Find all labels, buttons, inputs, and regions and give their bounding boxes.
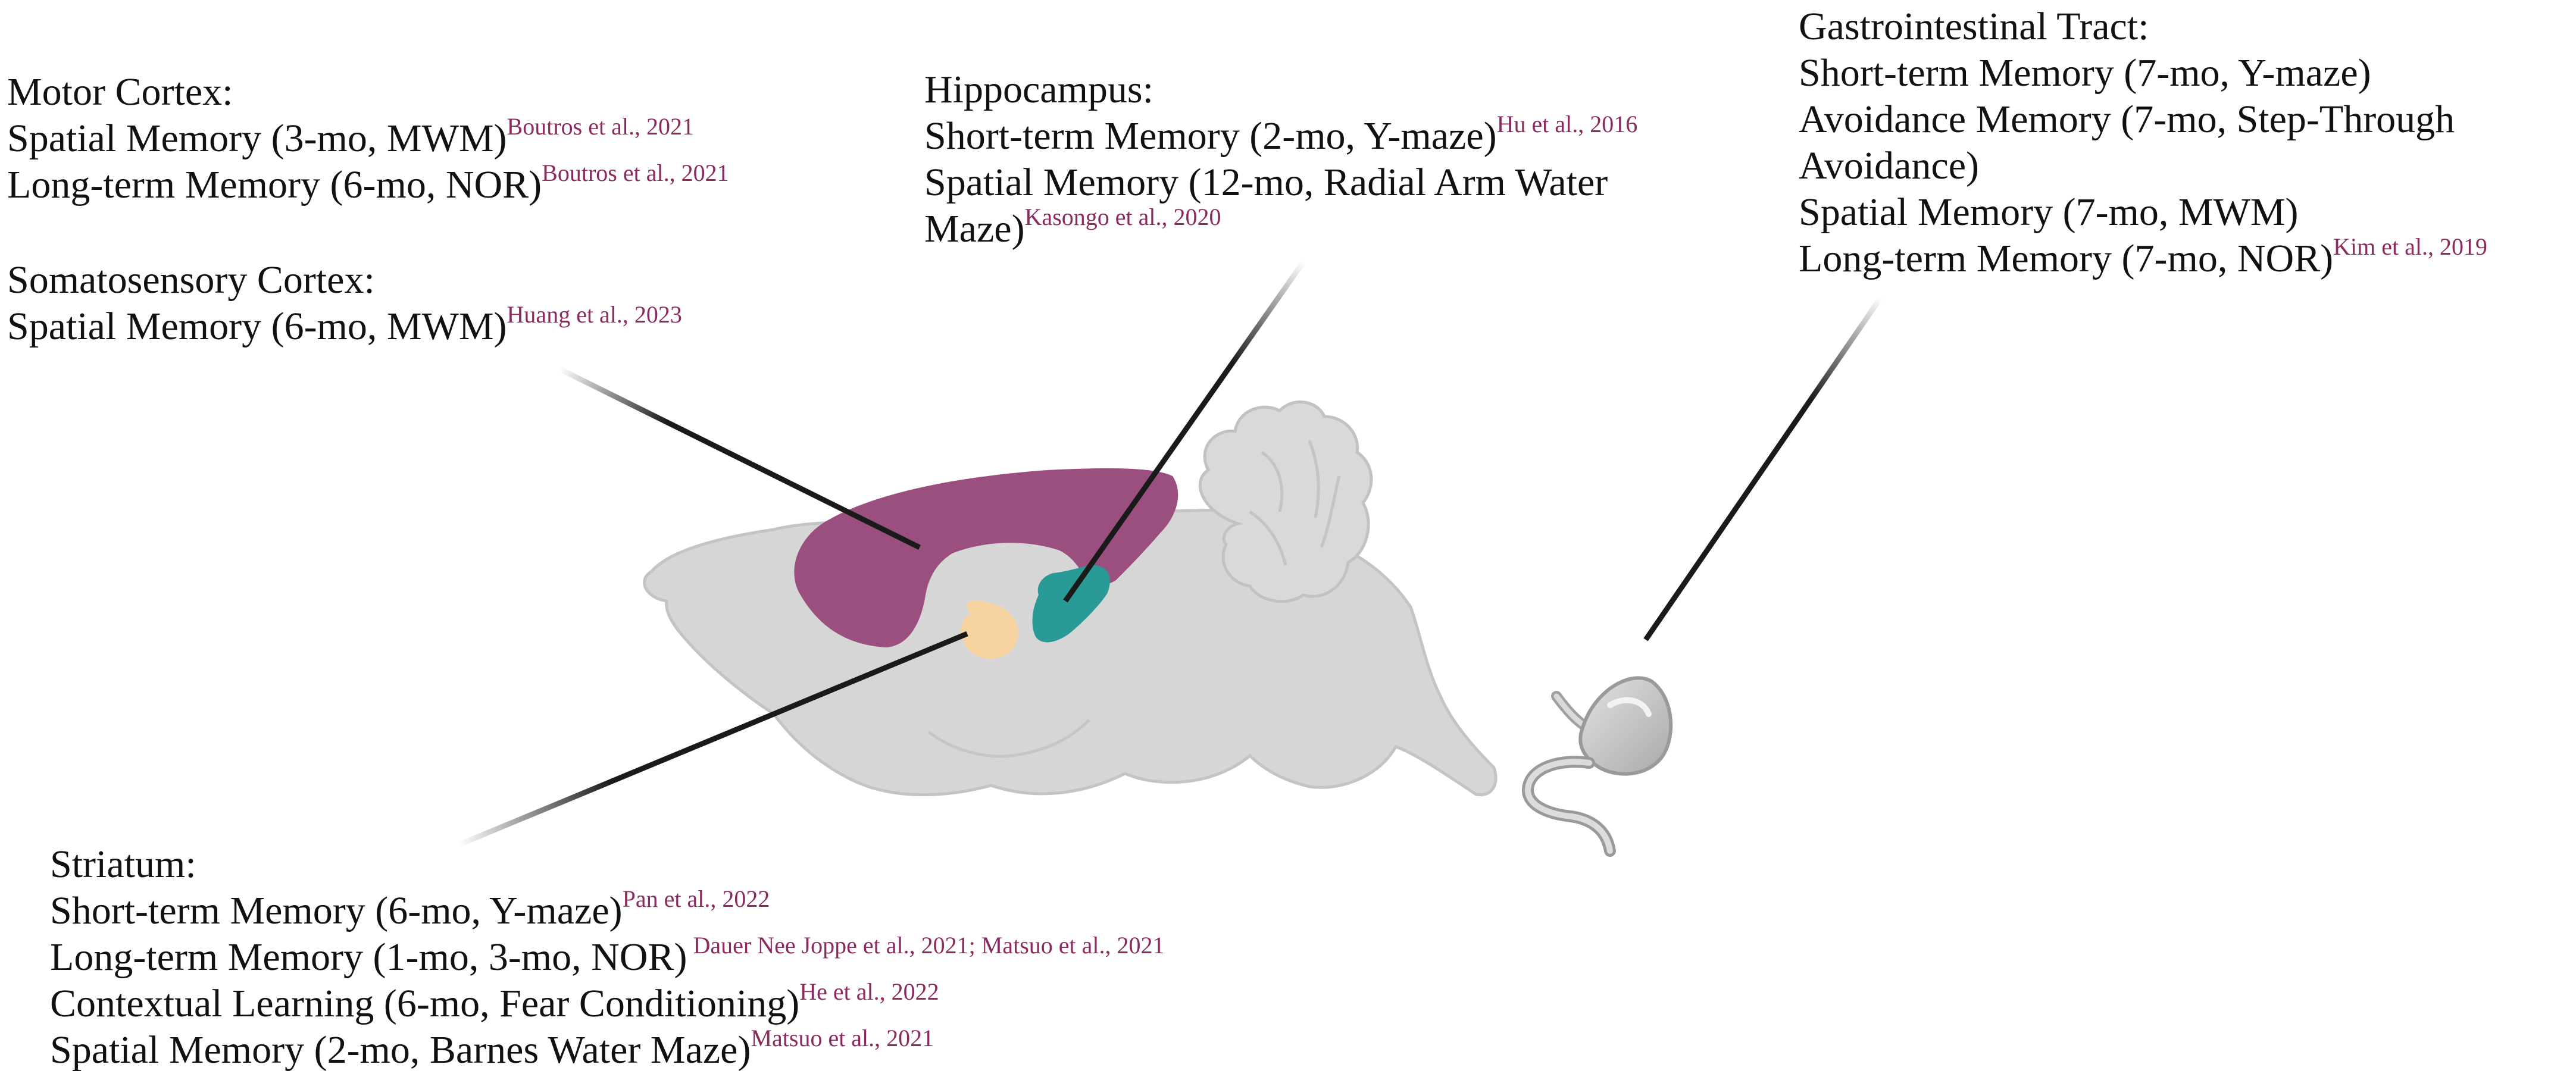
citation: Huang et al., 2023 — [507, 301, 682, 328]
motor-cortex-entry: Spatial Memory (3-mo, MWM)Boutros et al.… — [7, 113, 694, 161]
striatum-entry: Long-term Memory (1-mo, 3-mo, NOR) Dauer… — [50, 932, 1165, 979]
motor-cortex-block: Motor Cortex: Spatial Memory (3-mo, MWM)… — [7, 69, 729, 208]
gastrointestinal-tract-entry: Short-term Memory (7-mo, Y-maze) — [1799, 51, 2371, 95]
somatosensory-cortex-heading: Somatosensory Cortex: — [7, 258, 375, 302]
citation: Pan et al., 2022 — [622, 885, 770, 912]
intestine-inner — [1525, 759, 1613, 854]
gastrointestinal-tract-heading: Gastrointestinal Tract: — [1799, 5, 2149, 48]
cerebellum-folds — [1249, 440, 1341, 566]
cortex-region — [794, 468, 1178, 647]
gastrointestinal-tract-entry: Avoidance) — [1799, 144, 1979, 187]
stomach-icon — [1522, 676, 1673, 857]
brainstem-bulge — [927, 719, 1090, 758]
hippocampus-entry: Maze)Kasongo et al., 2020 — [924, 204, 1221, 251]
citation: Hu et al., 2016 — [1496, 111, 1638, 137]
citation: Boutros et al., 2021 — [542, 159, 729, 186]
citation: Kasongo et al., 2020 — [1024, 204, 1221, 230]
striatum-region — [961, 600, 1018, 659]
striatum-entry: Contextual Learning (6-mo, Fear Conditio… — [50, 978, 939, 1026]
leader-line-hippocampus — [1063, 260, 1306, 603]
motor-cortex-heading: Motor Cortex: — [7, 70, 233, 114]
somatosensory-cortex-entry: Spatial Memory (6-mo, MWM)Huang et al., … — [7, 301, 682, 349]
leader-line-somatosensory-cortex — [558, 366, 921, 550]
gastrointestinal-tract-entry: Long-term Memory (7-mo, NOR)Kim et al., … — [1799, 233, 2488, 281]
hippocampus-block: Hippocampus: Short-term Memory (2-mo, Y-… — [924, 67, 1637, 252]
leader-line-gastrointestinal-tract — [1643, 296, 1883, 641]
cerebellum — [1198, 400, 1373, 603]
striatum-block: Striatum: Short-term Memory (6-mo, Y-maz… — [50, 841, 1165, 1073]
striatum-entry: Spatial Memory (2-mo, Barnes Water Maze)… — [50, 1025, 934, 1072]
stomach-highlight — [1607, 697, 1652, 717]
hippocampus-entry: Short-term Memory (2-mo, Y-maze)Hu et al… — [924, 111, 1638, 158]
citation: He et al., 2022 — [799, 978, 939, 1005]
striatum-heading: Striatum: — [50, 843, 196, 886]
gastrointestinal-tract-block: Gastrointestinal Tract: Short-term Memor… — [1799, 4, 2487, 282]
citation: Dauer Nee Joppe et al., 2021; Matsuo et … — [687, 932, 1165, 959]
gastrointestinal-tract-entry: Avoidance Memory (7-mo, Step-Through — [1799, 98, 2455, 141]
citation: Matsuo et al., 2021 — [751, 1025, 934, 1051]
motor-cortex-entry: Long-term Memory (6-mo, NOR)Boutros et a… — [7, 159, 729, 207]
striatum-entry: Short-term Memory (6-mo, Y-maze)Pan et a… — [50, 885, 770, 933]
hippocampus-heading: Hippocampus: — [924, 68, 1153, 111]
hippocampus-region — [1032, 565, 1110, 643]
gastrointestinal-tract-entry: Spatial Memory (7-mo, MWM) — [1799, 190, 2299, 234]
somatosensory-cortex-block: Somatosensory Cortex: Spatial Memory (6-… — [7, 257, 682, 350]
leader-line-striatum — [457, 631, 968, 848]
citation: Kim et al., 2019 — [2333, 233, 2488, 260]
hippocampus-entry: Spatial Memory (12-mo, Radial Arm Water — [924, 161, 1608, 204]
brain-sagittal-icon — [643, 400, 1498, 797]
citation: Boutros et al., 2021 — [507, 113, 694, 140]
